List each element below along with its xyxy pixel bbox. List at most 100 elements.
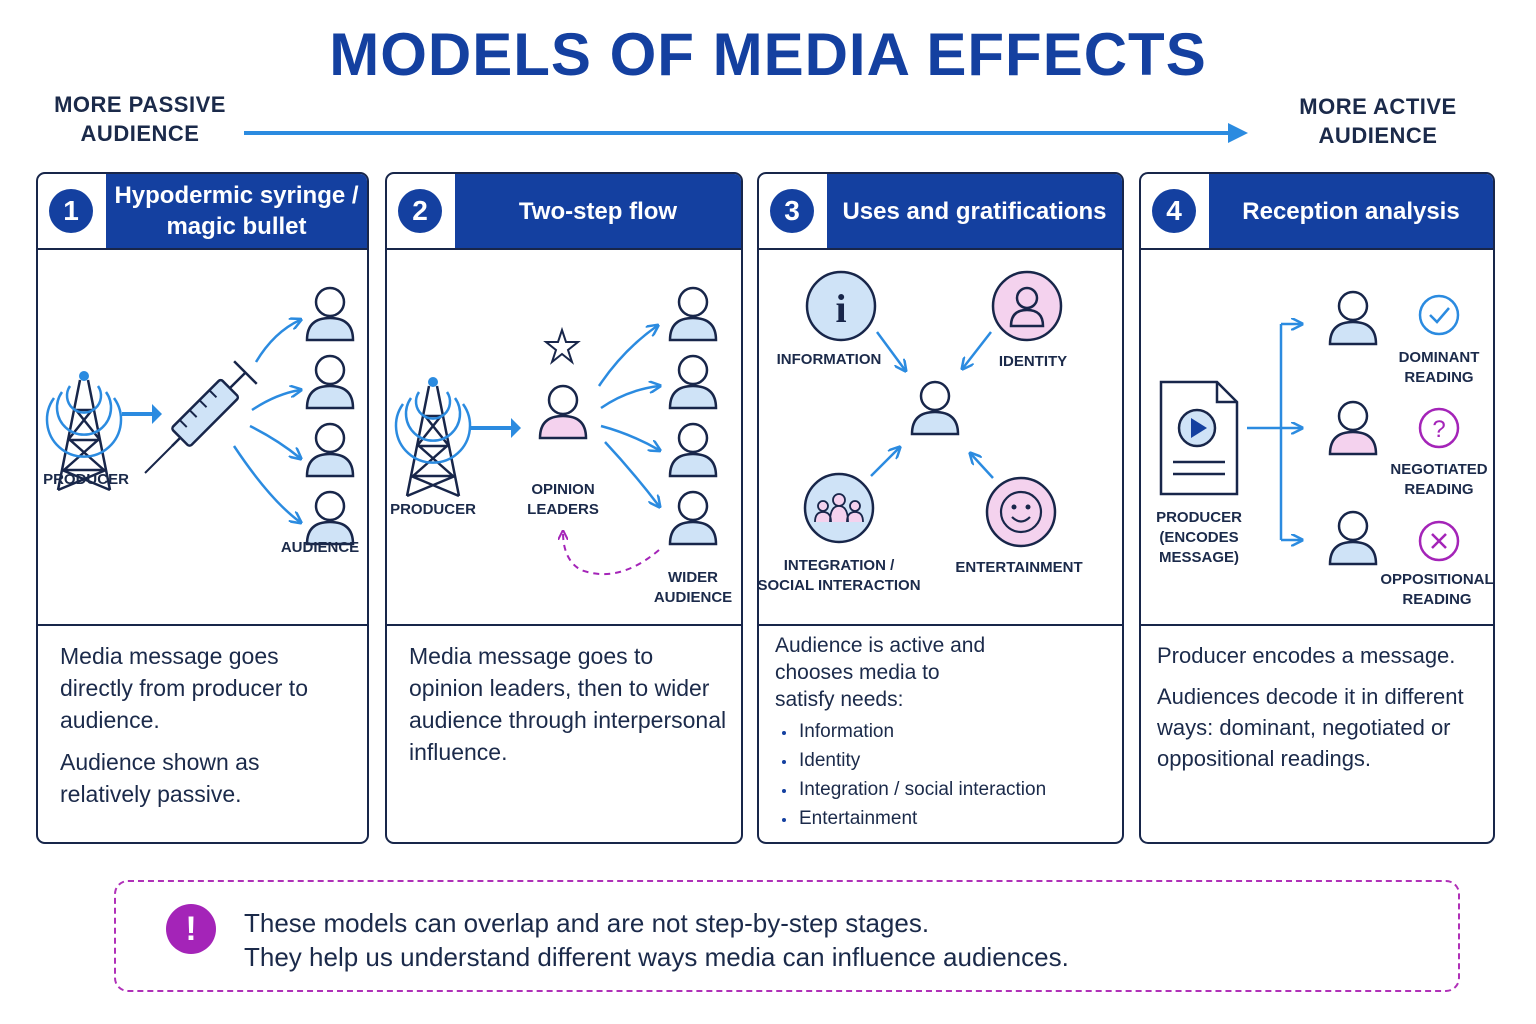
panel-1-text-2: Audience shown as relatively passive. (60, 749, 260, 807)
opinion-leaders-label-2: LEADERS (527, 501, 599, 518)
panel-3-intro-2: chooses media to (775, 661, 940, 684)
panel-1-text-1: Media message goes directly from produce… (60, 643, 308, 733)
identity-icon (991, 270, 1063, 342)
negotiated-reader-person (1328, 400, 1378, 456)
panel-2-divider (387, 624, 741, 626)
question-icon: ? (1418, 407, 1460, 449)
dominant-label-2: READING (1404, 369, 1473, 386)
audience-person-3 (305, 422, 355, 478)
panel-4-text-2: Audiences decode it in different ways: d… (1157, 684, 1464, 771)
decode-branches (1247, 324, 1301, 540)
panel-3-description: Audience is active and chooses media to … (775, 632, 1108, 833)
panel-1-description: Media message goes directly from produce… (60, 640, 353, 820)
panel-1-divider (38, 624, 367, 626)
svg-text:?: ? (1432, 416, 1445, 443)
panel-2-figure: PRODUCER OPINION LEADERS WIDER AUDIENCE (387, 250, 741, 624)
opinion-leader-person (538, 384, 588, 440)
panel-3-intro-1: Audience is active and (775, 634, 986, 657)
info-icon: i (805, 270, 877, 342)
producer-label-3: MESSAGE) (1159, 549, 1239, 566)
panel-1-figure: PRODUCER AUDIENCE (38, 250, 367, 624)
wider-audience-person-3 (668, 422, 718, 478)
document-play-icon (1159, 380, 1239, 496)
producer-label-2: (ENCODES (1159, 529, 1238, 546)
broadcast-tower-icon (394, 375, 472, 498)
information-label: INFORMATION (777, 351, 882, 368)
group-icon (803, 472, 875, 544)
passive-label-line-1: MORE PASSIVE (54, 92, 226, 117)
producer-label-1: PRODUCER (1156, 509, 1242, 526)
check-icon (1418, 294, 1460, 336)
wider-audience-label-2: AUDIENCE (654, 589, 732, 606)
needs-list-item: Integration / social interaction (797, 775, 1108, 804)
needs-list: Information Identity Integration / socia… (775, 717, 1108, 833)
panel-hypodermic-syringe: 1 Hypodermic syringe / magic bullet (36, 172, 369, 844)
panel-3-figure: i (759, 250, 1122, 624)
entertainment-label: ENTERTAINMENT (955, 559, 1082, 576)
panel-1-title-line-1: Hypodermic syringe / (114, 182, 359, 209)
producer-label: PRODUCER (43, 471, 129, 488)
opinion-leaders-label-1: OPINION (531, 481, 594, 498)
panel-4-number: 4 (1152, 189, 1196, 233)
panel-1-title: Hypodermic syringe / magic bullet (106, 174, 367, 248)
panel-3-header: 3 Uses and gratifications (759, 174, 1122, 250)
exclamation-icon: ! (166, 904, 216, 954)
negotiated-label-1: NEGOTIATED (1390, 461, 1487, 478)
note-box: ! These models can overlap and are not s… (114, 880, 1460, 992)
audience-person-1 (305, 286, 355, 342)
needs-list-item: Information (797, 717, 1108, 746)
passive-to-active-arrow (244, 123, 1248, 143)
oppositional-reader-person (1328, 510, 1378, 566)
smiley-icon (985, 476, 1057, 548)
panel-1-number: 1 (49, 189, 93, 233)
identity-label: IDENTITY (999, 353, 1067, 370)
leader-arrows (597, 326, 659, 506)
audience-person-2 (305, 354, 355, 410)
dominant-label-1: DOMINANT (1399, 349, 1480, 366)
wider-audience-label-1: WIDER (668, 569, 718, 586)
panel-4-divider (1141, 624, 1493, 626)
svg-text:i: i (835, 286, 846, 331)
spread-arrows (232, 320, 300, 522)
panel-2-number: 2 (398, 189, 442, 233)
panel-2-title: Two-step flow (455, 174, 741, 248)
panel-3-intro-3: satisfy needs: (775, 688, 904, 711)
needs-arrows (870, 331, 994, 479)
dominant-reader-person (1328, 290, 1378, 346)
arrow-to-leaders (471, 418, 521, 438)
panel-1-header: 1 Hypodermic syringe / magic bullet (38, 174, 367, 250)
audience-label: AUDIENCE (281, 539, 359, 556)
wider-audience-person-2 (668, 354, 718, 410)
page-title: MODELS OF MEDIA EFFECTS (329, 21, 1207, 88)
passive-audience-label: MORE PASSIVE AUDIENCE (40, 90, 240, 148)
panel-3-title: Uses and gratifications (827, 174, 1122, 248)
syringe-icon (144, 360, 258, 474)
panel-2-header: 2 Two-step flow (387, 174, 741, 250)
active-label-line-1: MORE ACTIVE (1299, 94, 1457, 119)
panel-4-header: 4 Reception analysis (1141, 174, 1493, 250)
passive-label-line-2: AUDIENCE (80, 121, 200, 146)
oppositional-label-2: READING (1402, 591, 1471, 608)
note-line-2: They help us understand different ways m… (244, 942, 1069, 972)
audience-person-4 (305, 490, 355, 546)
panel-1-title-line-2: magic bullet (166, 213, 307, 240)
panel-2-text-1: Media message goes to opinion leaders, t… (409, 643, 727, 765)
active-audience-label: MORE ACTIVE AUDIENCE (1278, 92, 1478, 150)
panel-4-title: Reception analysis (1209, 174, 1493, 248)
integration-label-1: INTEGRATION / (784, 557, 895, 574)
panel-4-description: Producer encodes a message. Audiences de… (1157, 640, 1479, 784)
cross-icon (1418, 520, 1460, 562)
producer-label: PRODUCER (390, 501, 476, 518)
panel-3-divider (759, 624, 1122, 626)
integration-label-2: SOCIAL INTERACTION (759, 577, 921, 594)
active-label-line-2: AUDIENCE (1318, 123, 1438, 148)
panel-3-number: 3 (770, 189, 814, 233)
panel-4-text-1: Producer encodes a message. (1157, 643, 1456, 668)
panel-reception-analysis: 4 Reception analysis (1139, 172, 1495, 844)
needs-list-item: Identity (797, 746, 1108, 775)
star-icon (543, 326, 581, 365)
oppositional-label-1: OPPOSITIONAL (1380, 571, 1493, 588)
feedback-dashed-arrow (563, 532, 660, 576)
panel-2-description: Media message goes to opinion leaders, t… (409, 640, 727, 778)
central-person (910, 380, 960, 436)
